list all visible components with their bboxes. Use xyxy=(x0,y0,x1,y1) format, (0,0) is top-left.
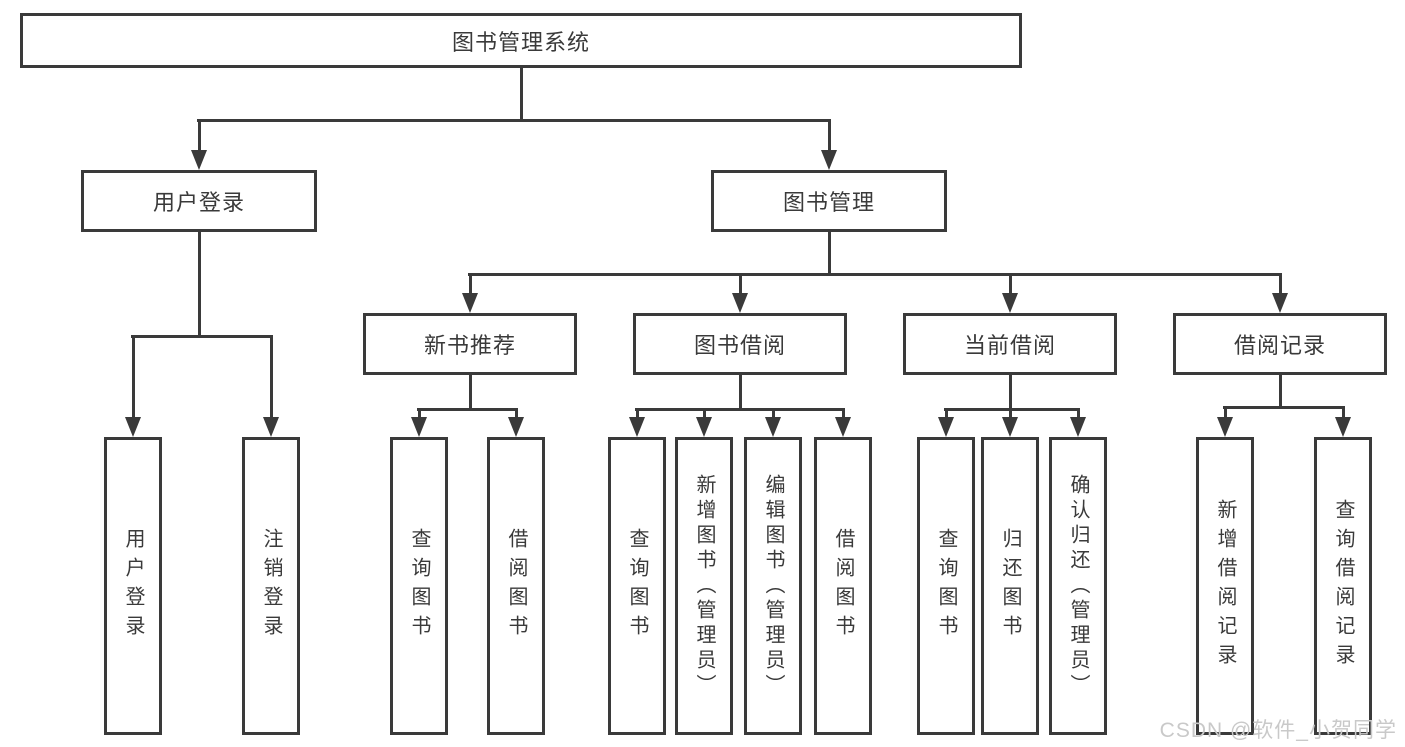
arrow-down-icon xyxy=(765,411,781,437)
node-book-borrowing: 图书借阅 xyxy=(633,313,847,375)
node-label: 图书管理 xyxy=(782,190,875,215)
leaf-add-borrow-record: 新增借阅记录 xyxy=(1196,437,1254,735)
leaf-label: 用户登录 xyxy=(122,528,144,644)
node-label: 图书借阅 xyxy=(693,333,786,358)
connector-line xyxy=(1279,375,1282,409)
leaf-label: 借阅图书 xyxy=(832,528,854,644)
leaf-label: 注销登录 xyxy=(260,528,282,644)
connector-line xyxy=(468,273,1282,276)
arrow-down-icon xyxy=(411,411,427,437)
arrow-down-icon xyxy=(835,411,851,437)
node-label: 用户登录 xyxy=(152,190,245,215)
leaf-label: 归还图书 xyxy=(999,528,1021,644)
leaf-borrow-books: 借阅图书 xyxy=(814,437,872,735)
node-user-login: 用户登录 xyxy=(81,170,317,232)
connector-line xyxy=(197,119,831,122)
leaf-label: 借阅图书 xyxy=(505,528,527,644)
arrow-down-icon xyxy=(1002,411,1018,437)
leaf-label: 查询图书 xyxy=(408,528,430,644)
leaf-label: 查询图书 xyxy=(626,528,648,644)
node-label: 借阅记录 xyxy=(1233,333,1326,358)
arrow-down-icon xyxy=(938,411,954,437)
node-root-library-system: 图书管理系统 xyxy=(20,13,1022,68)
arrow-down-icon xyxy=(508,411,524,437)
arrow-down-icon xyxy=(696,411,712,437)
connector-line xyxy=(520,68,523,122)
connector-line xyxy=(1223,406,1345,409)
node-borrow-records: 借阅记录 xyxy=(1173,313,1387,375)
leaf-query-books: 查询图书 xyxy=(390,437,448,735)
arrow-down-icon xyxy=(1217,409,1233,437)
connector-line xyxy=(828,232,831,276)
node-label: 新书推荐 xyxy=(423,333,516,358)
arrow-down-icon xyxy=(263,338,279,437)
node-label: 图书管理系统 xyxy=(451,29,590,55)
leaf-user-login: 用户登录 xyxy=(104,437,162,735)
arrow-down-icon xyxy=(629,411,645,437)
connector-line xyxy=(131,335,273,338)
csdn-watermark: CSDN @软件_小贺同学 xyxy=(1159,719,1397,742)
connector-line xyxy=(635,408,845,411)
leaf-add-books-admin: 新增图书（管理员） xyxy=(675,437,733,735)
connector-line xyxy=(739,375,742,411)
arrow-down-icon xyxy=(1070,411,1086,437)
leaf-query-borrow-record: 查询借阅记录 xyxy=(1314,437,1372,735)
connector-line xyxy=(198,232,201,338)
connector-line xyxy=(469,375,472,411)
leaf-return-books: 归还图书 xyxy=(981,437,1039,735)
arrow-down-icon xyxy=(821,122,837,170)
arrow-down-icon xyxy=(191,122,207,170)
node-label: 当前借阅 xyxy=(963,333,1056,358)
leaf-logout: 注销登录 xyxy=(242,437,300,735)
arrow-down-icon xyxy=(1335,409,1351,437)
connector-line xyxy=(417,408,518,411)
node-current-borrowing: 当前借阅 xyxy=(903,313,1117,375)
leaf-edit-books-admin: 编辑图书（管理员） xyxy=(744,437,802,735)
leaf-label: 查询借阅记录 xyxy=(1332,499,1354,673)
leaf-confirm-return-admin: 确认归还（管理员） xyxy=(1049,437,1107,735)
arrow-down-icon xyxy=(732,276,748,313)
node-new-book-recommend: 新书推荐 xyxy=(363,313,577,375)
leaf-query-books: 查询图书 xyxy=(917,437,975,735)
leaf-borrow-books: 借阅图书 xyxy=(487,437,545,735)
leaf-label: 编辑图书（管理员） xyxy=(762,473,784,699)
connector-line xyxy=(944,408,1080,411)
leaf-label: 查询图书 xyxy=(935,528,957,644)
leaf-label: 新增借阅记录 xyxy=(1214,499,1236,673)
node-book-management: 图书管理 xyxy=(711,170,947,232)
leaf-label: 确认归还（管理员） xyxy=(1067,473,1089,699)
arrow-down-icon xyxy=(1002,276,1018,313)
leaf-query-books: 查询图书 xyxy=(608,437,666,735)
leaf-label: 新增图书（管理员） xyxy=(693,473,715,699)
connector-line xyxy=(1009,375,1012,411)
arrow-down-icon xyxy=(462,276,478,313)
arrow-down-icon xyxy=(1272,276,1288,313)
arrow-down-icon xyxy=(125,338,141,437)
